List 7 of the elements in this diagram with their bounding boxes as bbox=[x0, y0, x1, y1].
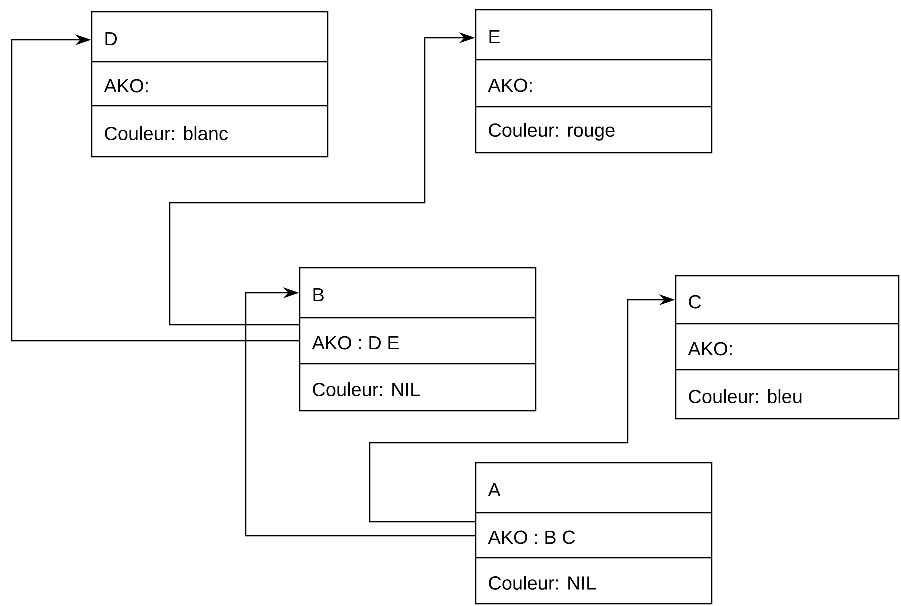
frame-box: E AKO: Couleur: rouge bbox=[475, 9, 713, 154]
arrow bbox=[11, 34, 300, 342]
frame-box: B AKO : D E Couleur: NIL bbox=[299, 267, 537, 412]
frame-box: C AKO: Couleur: bleu bbox=[675, 275, 900, 420]
frame-box: A AKO : B C Couleur: NIL bbox=[475, 462, 713, 605]
frame-box: D AKO: Couleur: blanc bbox=[91, 11, 329, 158]
arrow bbox=[245, 287, 476, 537]
